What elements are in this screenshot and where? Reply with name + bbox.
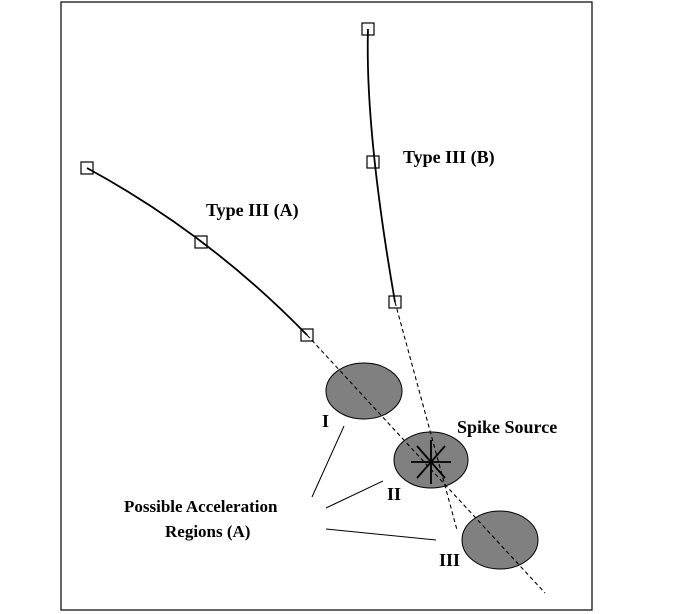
type-iii-a-marker — [300, 328, 314, 342]
type-iii-b-trajectory — [366, 28, 396, 303]
region-iii-label: III — [439, 550, 460, 570]
type-iii-b-label: Type III (B) — [403, 147, 495, 168]
type-iii-a-trajectory — [86, 167, 308, 336]
type-iii-b-dashed-extension — [394, 301, 458, 531]
possible-acceleration-label-line1: Possible Acceleration — [124, 497, 278, 516]
region-i-ellipse — [325, 362, 403, 420]
type-iii-b-marker — [388, 295, 402, 309]
type-iii-b-marker — [361, 22, 375, 36]
type-iii-a-dashed-extension — [306, 334, 546, 594]
type-iii-b-marker — [366, 155, 380, 169]
type-iii-a-marker — [80, 161, 94, 175]
pointer-line-to-region-ii — [325, 480, 384, 509]
type-iii-a-marker — [194, 235, 208, 249]
spike-source-star — [411, 440, 451, 484]
possible-acceleration-label-line2: Regions (A) — [165, 522, 250, 541]
region-ii-label: II — [387, 484, 401, 504]
pointer-line-to-region-iii — [325, 528, 437, 541]
region-iii-ellipse — [461, 510, 539, 570]
pointer-line-to-region-i — [311, 425, 345, 498]
figure-frame — [60, 1, 593, 611]
type-iii-a-label: Type III (A) — [206, 200, 299, 221]
region-i-label: I — [322, 411, 329, 431]
spike-source-label: Spike Source — [457, 417, 557, 437]
